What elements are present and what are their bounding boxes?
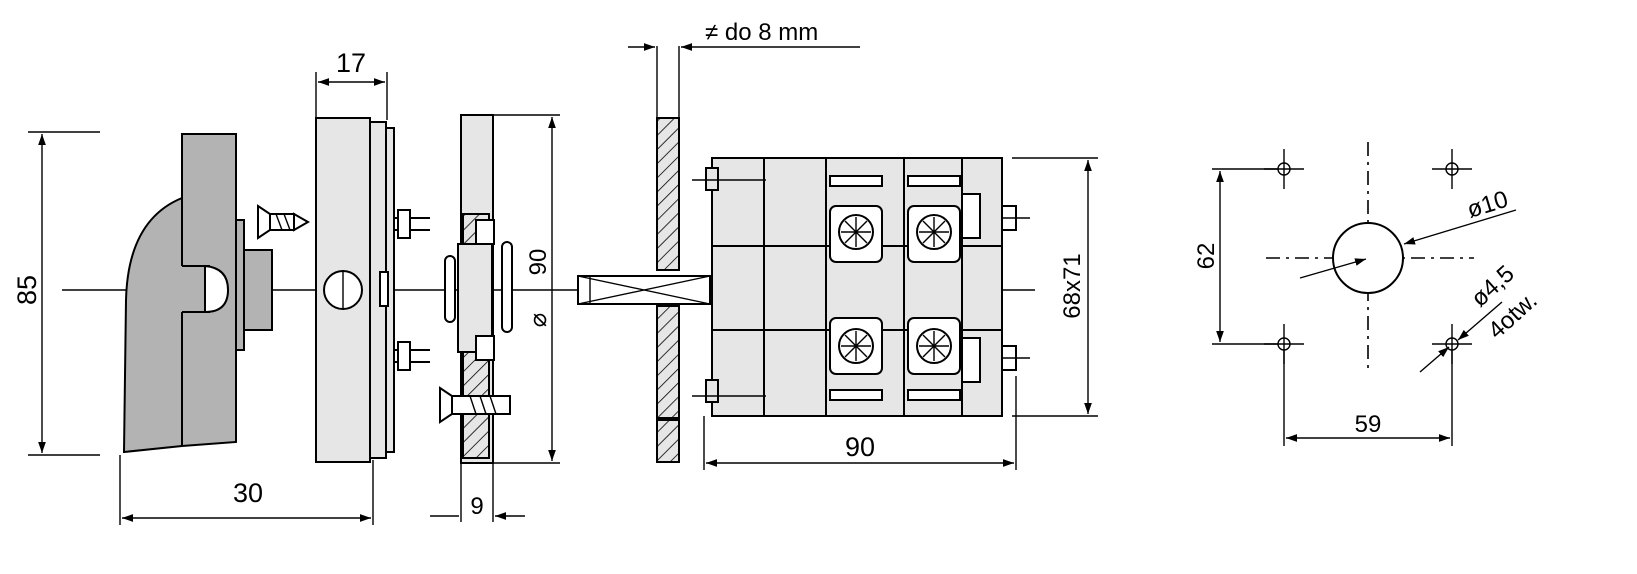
- dim-90-vertical-label: 90: [525, 249, 552, 276]
- screw-left: [257, 204, 311, 240]
- front-plate: [315, 117, 430, 463]
- dim-85-label: 85: [12, 275, 42, 305]
- dim-flange-height: 90 ⌀: [493, 114, 560, 464]
- dim-9-label: 9: [470, 493, 483, 520]
- dim-body-section: 68x71: [1012, 157, 1098, 417]
- dim-90-horizontal-label: 90: [845, 432, 875, 462]
- dim-59-label: 59: [1355, 411, 1382, 438]
- terminal-screw-bottom-left: [829, 317, 883, 375]
- dim-plate-thickness: 17: [315, 48, 388, 120]
- panel-wall: [656, 117, 680, 463]
- dim-17-label: 17: [336, 48, 366, 78]
- dim-panel-thickness: ≠ do 8 mm: [628, 19, 860, 118]
- dim-68x71-label: 68x71: [1059, 253, 1086, 318]
- terminal-screw-top-left: [829, 205, 883, 263]
- dim-handle-height: 85: [12, 131, 100, 456]
- handle-knob: [122, 133, 273, 454]
- drilling-template: 62 59 ø10 ø4,5 4otw.: [1193, 142, 1543, 446]
- terminal-screw-bottom-right: [907, 317, 961, 375]
- dim-panel-label: ≠ do 8 mm: [705, 19, 818, 46]
- dim-30-label: 30: [233, 478, 263, 508]
- shaft: [577, 275, 711, 305]
- dim-handle-depth: 30: [119, 455, 374, 525]
- dim-flange-thickness: 9: [430, 463, 525, 522]
- dim-center-hole-label: ø10: [1464, 186, 1511, 224]
- switch-body: [692, 157, 1030, 417]
- dim-body-length: 90: [703, 376, 1017, 470]
- dim-62-label: 62: [1193, 243, 1220, 270]
- mount-hole-top-right: [1432, 149, 1472, 189]
- terminal-screw-top-right: [907, 205, 961, 263]
- mounting-flange: [439, 114, 513, 464]
- diameter-mark: ⌀: [525, 313, 552, 327]
